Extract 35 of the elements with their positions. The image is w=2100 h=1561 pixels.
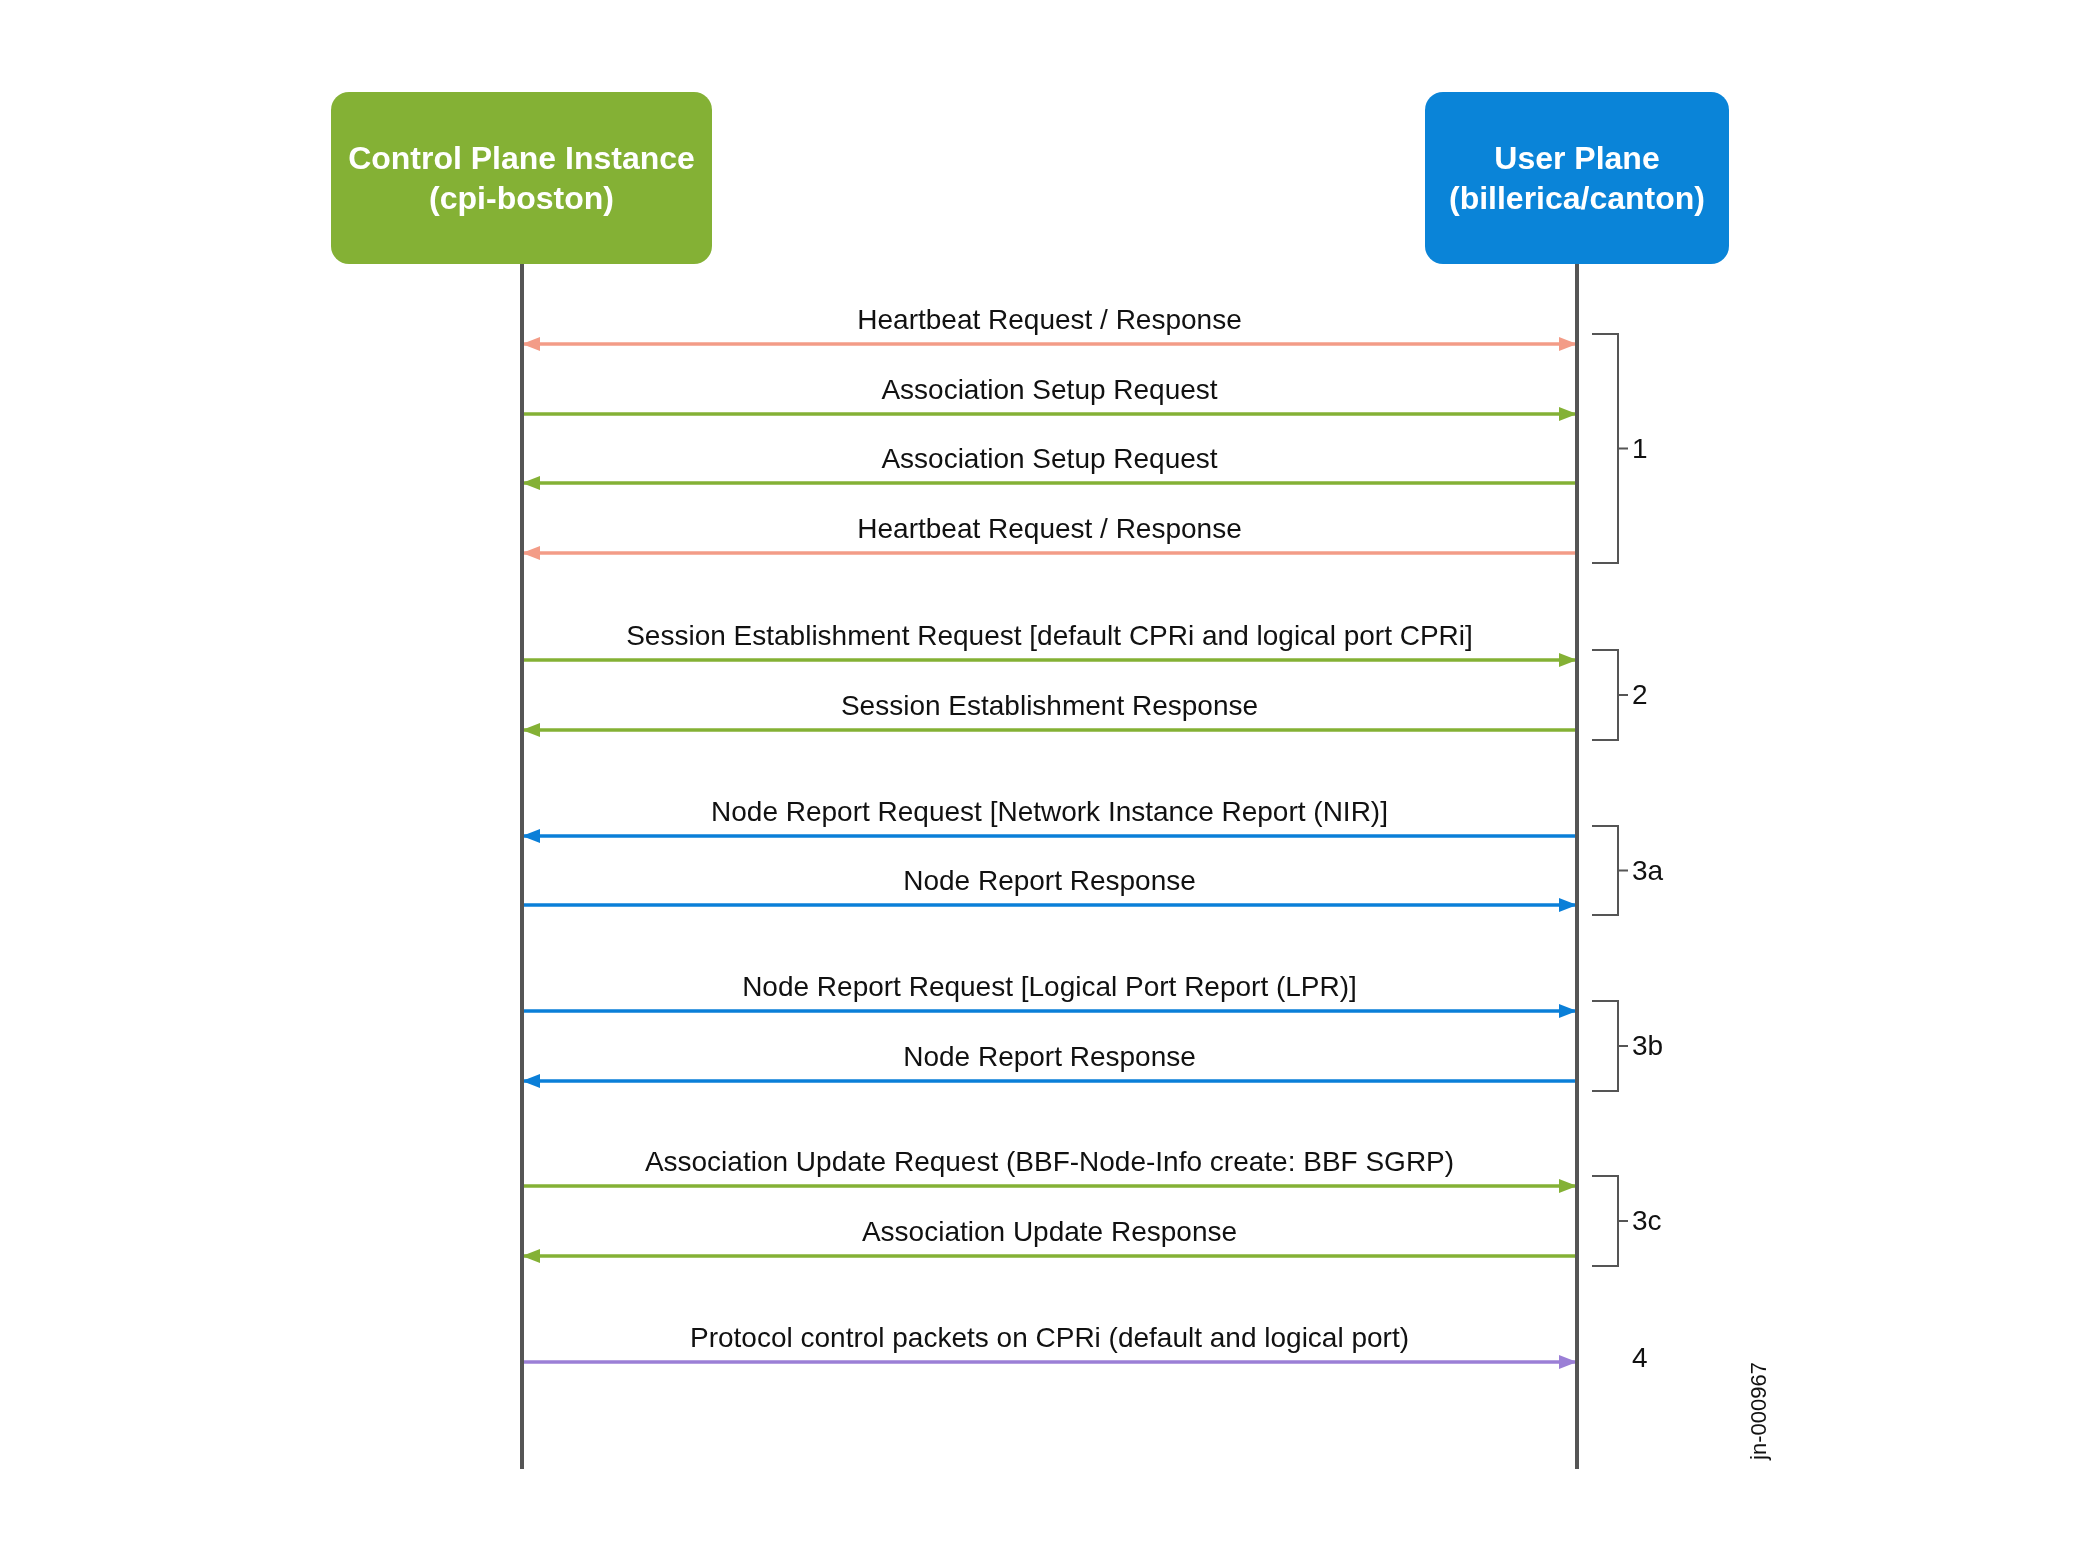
message-label: Session Establishment Request [default CPRi and logical port CPRi] <box>626 620 1473 652</box>
message-label: Heartbeat Request / Response <box>857 304 1242 336</box>
participant-box: User Plane (billerica/canton) <box>1425 92 1729 264</box>
message-label: Association Update Request (BBF-Node-Info create: BBF SGRP) <box>644 1146 1455 1178</box>
message-label: Association Setup Request <box>881 443 1218 475</box>
message-arrow <box>522 1074 1577 1088</box>
message-arrow <box>522 898 1577 912</box>
message-arrow <box>522 476 1577 490</box>
step-number: 4 <box>1632 1342 1648 1374</box>
message-label: Heartbeat Request / Response <box>857 513 1242 545</box>
message-label: Node Report Response <box>903 1041 1196 1073</box>
step-number: 3c <box>1632 1205 1662 1237</box>
message-label: Protocol control packets on CPRi (default and logical port) <box>690 1322 1409 1354</box>
message-arrow <box>522 1355 1577 1369</box>
step-number: 2 <box>1632 679 1648 711</box>
step-number: 1 <box>1632 432 1648 465</box>
message-label: Association Setup Request <box>881 374 1218 406</box>
message-arrow <box>522 1249 1577 1263</box>
message-label: Session Establishment Response <box>840 690 1259 722</box>
step-number: 3b <box>1632 1030 1664 1062</box>
participant-box: Control Plane Instance (cpi-boston) <box>331 92 712 264</box>
message-arrow <box>522 829 1577 843</box>
message-label: Node Report Request [Logical Port Report (LPR)] <box>742 971 1357 1003</box>
message-label: Node Report Request [Network Instance Report (NIR)] <box>711 796 1388 828</box>
message-arrow <box>522 1004 1577 1018</box>
message-arrow <box>522 407 1577 421</box>
message-arrow <box>522 337 1577 351</box>
message-label: Association Update Response <box>861 1216 1238 1248</box>
message-arrow <box>522 546 1577 560</box>
message-arrow <box>522 1179 1577 1193</box>
message-label: Node Report Response <box>903 865 1196 897</box>
message-arrow <box>522 653 1577 667</box>
step-number: 3a <box>1632 854 1664 887</box>
message-arrow <box>522 723 1577 737</box>
figure-id: jn-000967 <box>1744 1362 1772 1460</box>
